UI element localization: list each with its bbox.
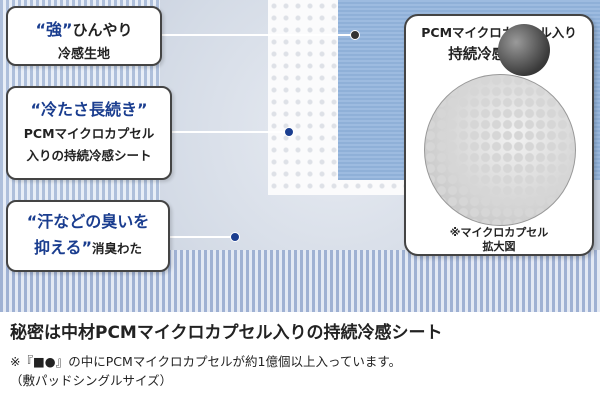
footnote-line1: ※『■●』の中にPCMマイクロカプセルが約1億個以上入っています。 xyxy=(10,354,402,369)
callout-odor-emphasis-1: “汗などの臭いを xyxy=(26,212,150,231)
zoom-caption-line2: 拡大図 xyxy=(482,240,516,253)
callout-deodorant: “汗などの臭いを 抑える”消臭わた xyxy=(6,200,170,272)
marker-dot-3 xyxy=(230,232,240,242)
callout-cool-emphasis: “強” xyxy=(35,20,73,39)
footnote-line2: （敷パッドシングルサイズ） xyxy=(10,373,173,388)
headline: 秘密は中材PCMマイクロカプセル入りの持続冷感シート xyxy=(10,323,443,343)
marker-dot-2 xyxy=(284,127,294,137)
callout-long-lasting: “冷たさ長続き” PCMマイクロカプセル 入りの持続冷感シート xyxy=(6,86,172,180)
zoom-title-line1: PCMマイクロカプセル入り xyxy=(421,25,577,40)
leader-line-3 xyxy=(166,236,232,238)
callout-cool-line2: 冷感生地 xyxy=(57,47,110,62)
callout-cool-fabric: “強”ひんやり 冷感生地 xyxy=(6,6,162,66)
microcapsule-zoom-panel: PCMマイクロカプセル入り 持続冷感シート ※マイクロカプセル 拡大図 xyxy=(404,14,594,256)
callout-odor-emphasis-2: 抑える” xyxy=(33,238,93,257)
zoom-caption-line1: ※マイクロカプセル xyxy=(449,226,549,239)
microcapsule-sphere xyxy=(498,24,550,76)
leader-line-2 xyxy=(168,131,286,133)
callout-long-line2: PCMマイクロカプセル xyxy=(23,126,155,141)
marker-dot-1 xyxy=(350,30,360,40)
magnified-view xyxy=(424,74,576,226)
callout-odor-small: 消臭わた xyxy=(92,241,143,256)
leader-line-1 xyxy=(158,34,354,36)
callout-long-line3: 入りの持続冷感シート xyxy=(26,148,152,163)
callout-cool-rest: ひんやり xyxy=(72,21,133,39)
footnote: ※『■●』の中にPCMマイクロカプセルが約1億個以上入っています。 （敷パッドシ… xyxy=(10,352,596,390)
callout-long-emphasis: “冷たさ長続き” xyxy=(30,100,148,119)
